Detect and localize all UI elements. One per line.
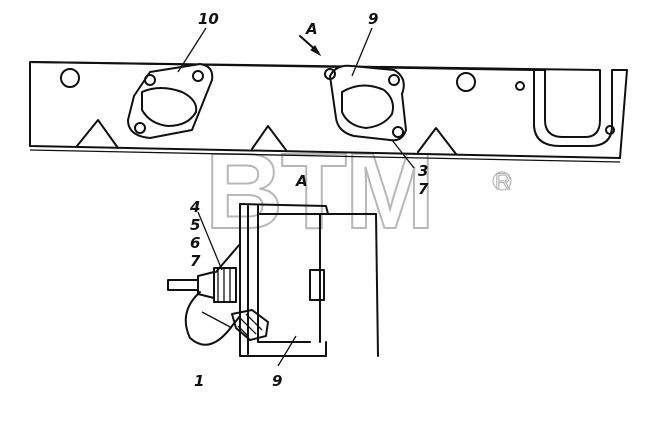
callout-5: 5 [190,216,200,234]
view-label-a-section: A [295,172,308,190]
callout-3: 3 [418,162,428,180]
callout-7-top: 7 [418,180,429,198]
view-label-a-top: A [305,20,318,38]
callout-7-left: 7 [190,252,201,270]
callout-6: 6 [190,234,200,252]
view-arrow: A [299,20,322,57]
callout-10: 10 [198,10,219,28]
callout-9-top: 9 [368,10,378,28]
mounting-bracket [29,61,628,163]
leader-lines [177,27,415,367]
callout-9-bottom: 9 [272,372,282,390]
watermark-registered-mark: R [495,169,511,194]
watermark: BTM R [204,129,512,252]
lamp-10 [127,63,214,139]
callout-4: 4 [189,198,200,216]
section-view: A [167,172,379,357]
lamp-9 [324,64,407,142]
callout-1: 1 [194,372,204,390]
